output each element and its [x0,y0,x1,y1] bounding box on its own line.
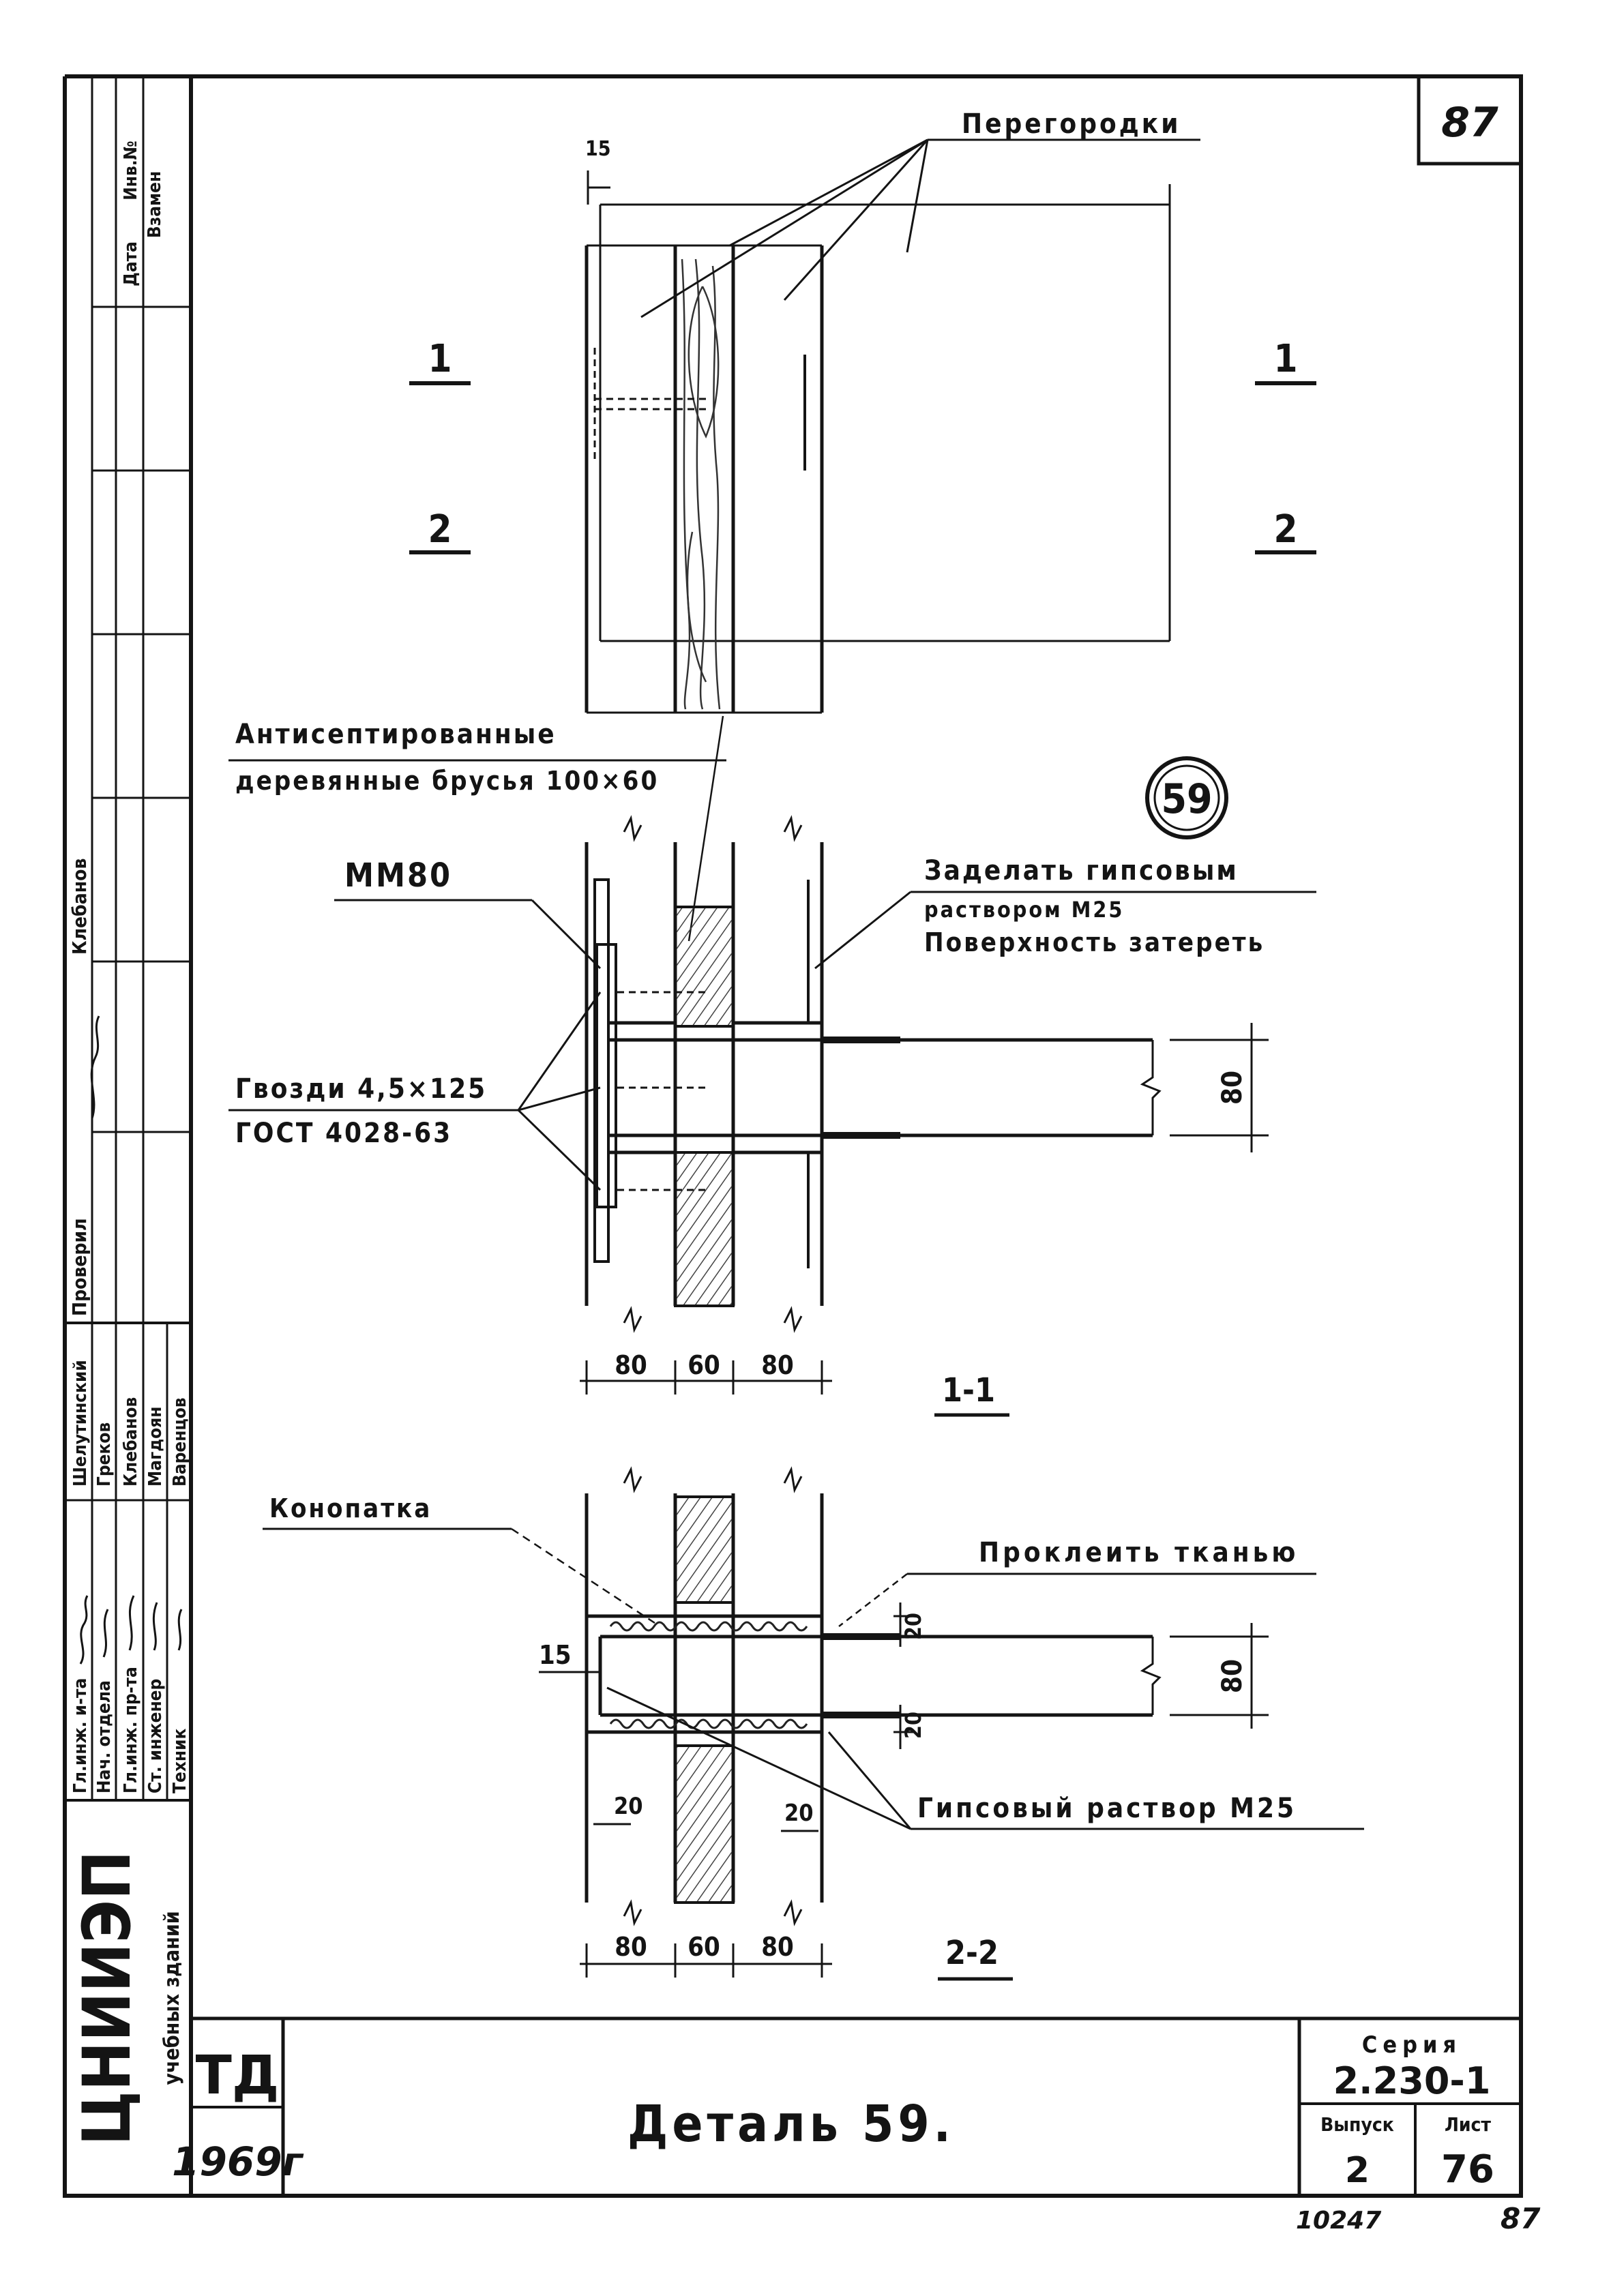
stamp-name-3: Клебанов [121,1397,141,1487]
section-2-2-label: 2-2 [945,1934,999,1972]
stamp-name-5: Варенцов [170,1397,190,1487]
stamp-role-2: Нач. отдела [94,1680,115,1793]
archive-number: 10247 [1296,2207,1381,2235]
signature-checked [90,1015,100,1119]
dim-2-2-a: 80 [615,1932,647,1962]
dim-20-mid: 20 [784,1800,814,1827]
section-2-2: Конопатка Проклеить тканью 15 20 80 20 Г… [263,1466,1364,1981]
plan-view: Перегородки 15 1 2 1 2 [409,108,1316,942]
detail-bubble: 59 [1145,756,1228,839]
gypsum-label: Гипсовый раствор М25 [917,1793,1297,1824]
wood-grain [681,258,721,710]
dim-20-left: 20 [614,1793,643,1820]
partitions-label: Перегородки [962,108,1181,140]
nails-line1: Гвозди 4,5×125 [235,1073,487,1105]
section-markers-plan: 1 2 1 2 [409,337,1316,554]
stamp-name-2: Греков [94,1422,115,1487]
dim-2-2-c: 80 [761,1932,794,1962]
issue-value: 2 [1345,2150,1370,2191]
dim-15-top: 15 [585,137,611,161]
title-block: ТД 1969г Деталь 59. Серия 2.230-1 Выпуск… [172,2016,1541,2235]
glue-fabric-label: Проклеить тканью [979,1537,1299,1568]
dim-1-1-c: 80 [761,1350,794,1380]
dim-1-1-b: 60 [688,1350,720,1380]
stamp-role-4: Ст. инженер [145,1679,166,1793]
dim-20-bottom: 20 [900,1712,926,1739]
stamp-role-5: Техник [170,1729,190,1793]
sheet-number-bottom: 87 [1501,2202,1541,2235]
title-td: ТД [196,2045,280,2106]
dim-1-1-a: 80 [615,1350,647,1380]
dim-2-2-b: 60 [688,1932,720,1962]
side-stamp: Дата Инв.№ Взамен Гл.инж. и-та Нач. отде… [65,76,191,2145]
signatures [79,1595,183,1665]
title-year: 1969г [172,2138,304,2185]
stamp-replaces: Взамен [145,171,165,238]
beams-note: Антисептированные деревянные брусья 100×… [228,719,726,796]
dim-80-right-2: 80 [1217,1659,1248,1693]
stamp-name-1: Шелутинский [70,1360,91,1487]
issue-label: Выпуск [1320,2113,1394,2136]
caulk-label: Конопатка [269,1493,432,1523]
stamp-checked: Проверил [68,1218,91,1316]
section-2-left: 2 [428,507,452,552]
dim-15-left: 15 [539,1640,572,1670]
section-1-left: 1 [428,337,452,381]
seal-line1: Заделать гипсовым [924,855,1239,886]
stamp-inv-no: Инв.№ [121,140,141,200]
stamp-role-3: Гл.инж. пр-та [121,1667,141,1793]
sheet-value: 76 [1441,2147,1494,2192]
section-1-1: ММ80 Заделать гипсовым раствором М25 Пов… [228,815,1316,1417]
antiseptic-line2: деревянные брусья 100×60 [235,766,659,796]
sheet-number: 87 [1441,99,1498,147]
mm80-label: ММ80 [344,856,452,895]
dim-80-right-1: 80 [1217,1071,1248,1105]
stamp-name-4: Магдоян [145,1407,166,1487]
series-value: 2.230-1 [1333,2059,1491,2102]
section-1-1-label: 1-1 [942,1371,995,1410]
stamp-institute-sub: учебных зданий [160,1911,184,2085]
title-text: Деталь 59. [627,2095,955,2153]
section-1-right: 1 [1273,337,1297,381]
detail-ref: 59 [1161,775,1212,823]
stamp-date: Дата [121,241,141,286]
nails-line2: ГОСТ 4028-63 [235,1118,452,1149]
stamp-role-1: Гл.инж. и-та [70,1678,91,1793]
partitions-leaders [640,138,1200,318]
dim-20-top: 20 [900,1613,926,1640]
stamp-institute: ЦНИИЭП [69,1851,145,2146]
caulk-fill [609,1621,808,1729]
series-label: Серия [1362,2031,1462,2059]
seal-line3: Поверхность затереть [924,927,1265,957]
seal-line2: раствором М25 [924,897,1124,923]
sheet-label: Лист [1445,2113,1491,2136]
antiseptic-line1: Антисептированные [235,719,557,750]
stamp-checked-name: Клебанов [68,859,91,955]
sheet-frame: 87 [63,74,1523,2198]
section-2-right: 2 [1273,507,1297,552]
